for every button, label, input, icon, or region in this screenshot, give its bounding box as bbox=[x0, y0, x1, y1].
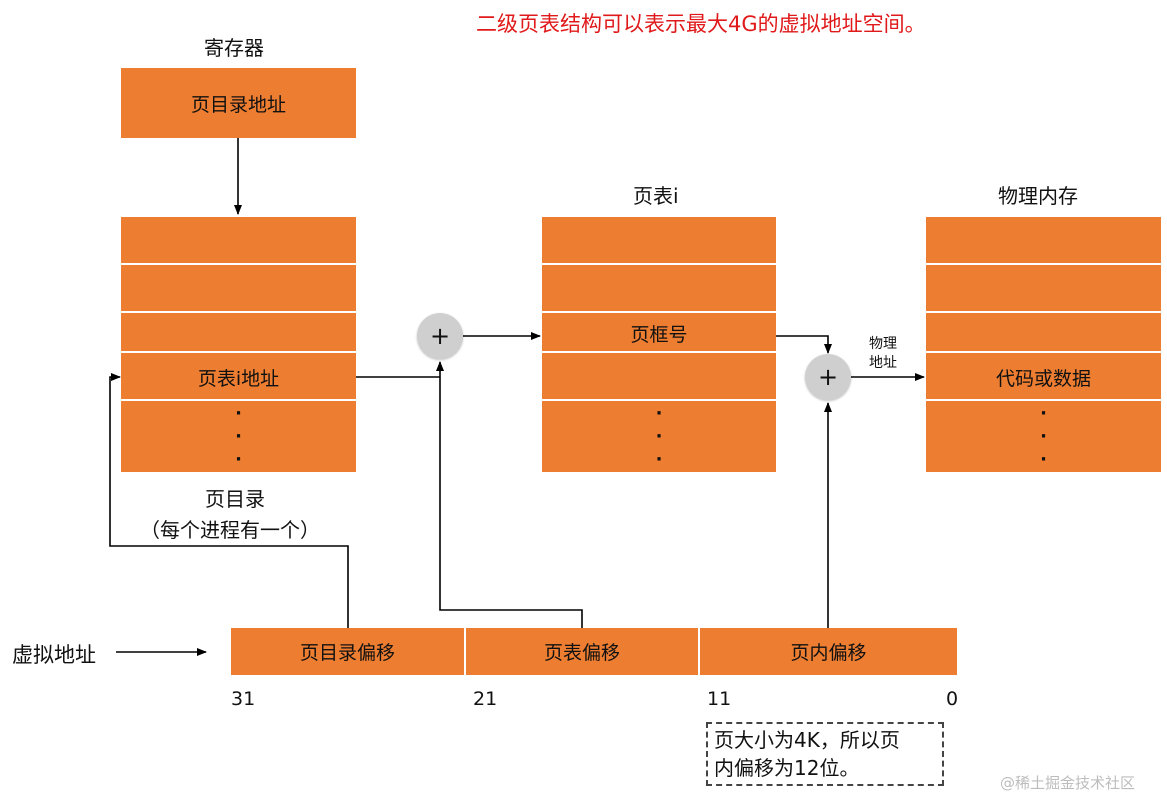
page-table-label: 页表i bbox=[633, 184, 679, 208]
directory-row bbox=[121, 217, 356, 263]
page-directory-caption: 页目录 bbox=[205, 487, 265, 511]
page-size-note: 页大小为4K，所以页 内偏移为12位。 bbox=[706, 722, 944, 786]
arrow-directory-offset-to-directory bbox=[109, 373, 349, 628]
bit-31: 31 bbox=[231, 688, 256, 710]
register-label: 寄存器 bbox=[204, 36, 264, 60]
physical-memory-table: 代码或数据 · · · bbox=[926, 217, 1161, 472]
dot: · bbox=[1040, 426, 1047, 447]
dot: · bbox=[655, 449, 663, 470]
diagram-title: 二级页表结构可以表示最大4G的虚拟地址空间。 bbox=[476, 12, 926, 36]
page-table-row bbox=[542, 217, 776, 263]
page-table-dots: · · · bbox=[542, 399, 776, 472]
arrow-frame-to-adder2 bbox=[776, 335, 832, 354]
physical-memory-label: 物理内存 bbox=[998, 184, 1078, 208]
page-table-entry: 页框号 bbox=[542, 311, 776, 353]
bit-11: 11 bbox=[707, 688, 732, 710]
page-table: 页框号 · · · bbox=[542, 217, 776, 472]
field-page-offset: 页内偏移 bbox=[700, 628, 957, 675]
note-line2: 内偏移为12位。 bbox=[714, 756, 860, 780]
page-table-row bbox=[542, 263, 776, 313]
field-page-table-offset: 页表偏移 bbox=[466, 628, 698, 675]
directory-entry: 页表i地址 bbox=[121, 351, 356, 401]
bit-0: 0 bbox=[946, 688, 959, 710]
physical-address-label-line1: 物理 bbox=[869, 336, 897, 352]
field-divider bbox=[464, 628, 466, 675]
physical-address-label-line2: 地址 bbox=[869, 355, 897, 371]
adder-1: + bbox=[417, 313, 463, 359]
page-directory-table: 页表i地址 · · · bbox=[121, 217, 356, 472]
virtual-address-label: 虚拟地址 bbox=[12, 643, 96, 667]
memory-dots: · · · bbox=[926, 399, 1161, 472]
dot: · bbox=[655, 403, 663, 424]
directory-dots: · · · bbox=[121, 399, 356, 472]
arrow-page-table-offset-to-adder1 bbox=[436, 361, 583, 628]
directory-row bbox=[121, 311, 356, 353]
virtual-address-bar: 页目录偏移 页表偏移 页内偏移 bbox=[231, 628, 957, 675]
dot: · bbox=[235, 403, 242, 424]
page-table-row bbox=[542, 351, 776, 401]
dot: · bbox=[235, 449, 242, 470]
directory-row bbox=[121, 263, 356, 313]
dot: · bbox=[235, 426, 242, 447]
dot: · bbox=[1040, 403, 1047, 424]
register-box: 页目录地址 bbox=[121, 68, 356, 138]
page-directory-subcaption: （每个进程有一个） bbox=[140, 518, 320, 542]
adder-2: + bbox=[805, 354, 851, 400]
memory-row bbox=[926, 217, 1161, 263]
dot: · bbox=[655, 426, 663, 447]
bit-21: 21 bbox=[473, 688, 498, 710]
memory-row bbox=[926, 263, 1161, 313]
field-divider bbox=[698, 628, 700, 675]
note-line1: 页大小为4K，所以页 bbox=[714, 728, 900, 752]
memory-entry: 代码或数据 bbox=[926, 351, 1161, 401]
memory-row bbox=[926, 311, 1161, 353]
dot: · bbox=[1040, 449, 1047, 470]
watermark: @稀土掘金技术社区 bbox=[1000, 774, 1136, 792]
register-cell: 页目录地址 bbox=[121, 68, 356, 138]
field-directory-offset: 页目录偏移 bbox=[231, 628, 464, 675]
